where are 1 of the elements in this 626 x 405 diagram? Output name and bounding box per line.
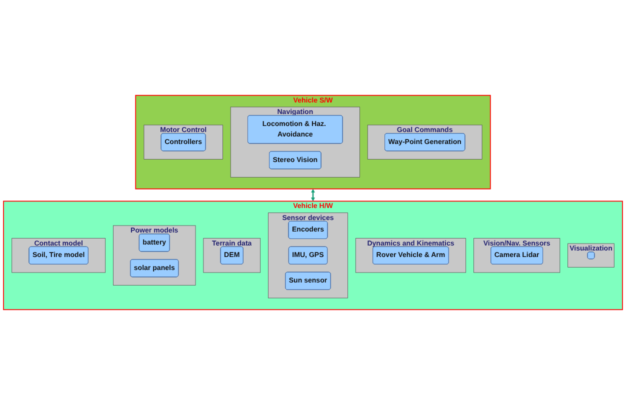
arrow	[311, 188, 315, 202]
